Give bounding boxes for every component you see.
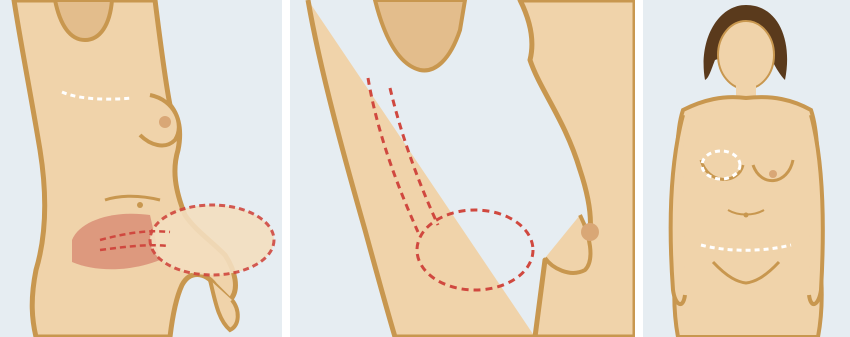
body bbox=[674, 97, 821, 337]
underarm-shadow bbox=[375, 0, 465, 70]
front-illustration bbox=[643, 0, 850, 337]
right-arm bbox=[809, 115, 823, 304]
breast-outline bbox=[545, 215, 590, 273]
torso-body bbox=[14, 0, 235, 337]
panel-side-view bbox=[290, 0, 635, 337]
lifted-flap-outline bbox=[150, 205, 274, 275]
face bbox=[718, 21, 774, 89]
panel-front-view bbox=[643, 0, 850, 337]
nipple bbox=[581, 223, 599, 241]
navel bbox=[137, 202, 143, 208]
panel-flank-view bbox=[0, 0, 282, 337]
arm-and-torso bbox=[308, 0, 635, 337]
side-illustration bbox=[290, 0, 635, 337]
nipple bbox=[769, 170, 777, 178]
left-arm bbox=[671, 115, 685, 304]
nipple bbox=[159, 116, 171, 128]
flank-illustration bbox=[0, 0, 282, 337]
